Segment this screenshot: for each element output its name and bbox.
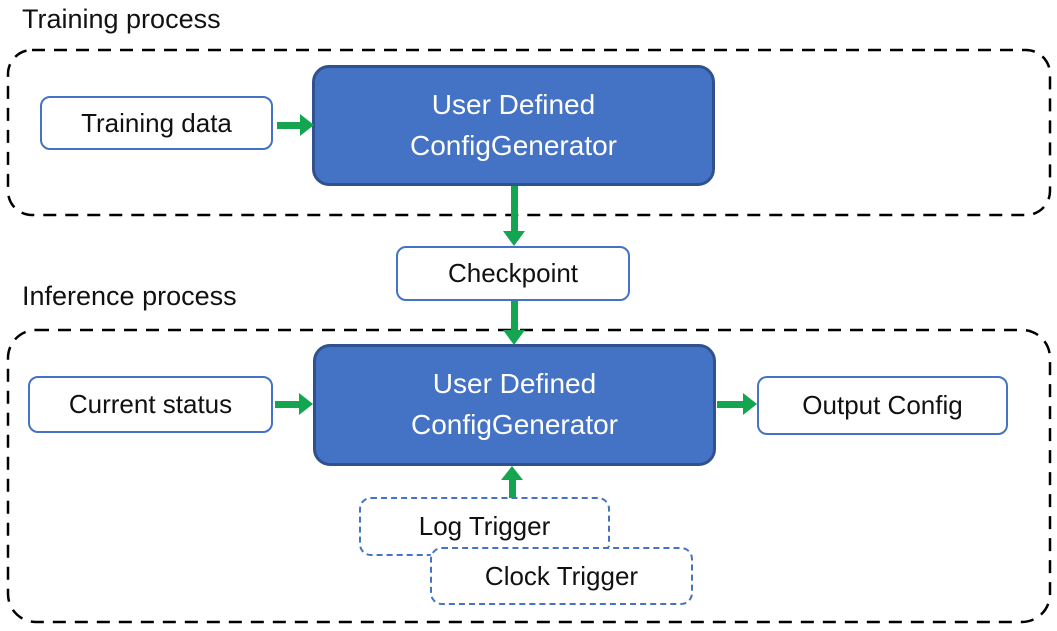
training-config-generator-label: User Defined ConfigGenerator: [409, 88, 617, 161]
arrow-head: [503, 330, 525, 345]
arrow-checkpoint-to-generator: [503, 301, 525, 345]
arrow-head: [743, 393, 757, 415]
arrow-shaft: [275, 400, 300, 408]
arrow-generator-to-output-config: [717, 393, 757, 415]
training-data-node: Training data: [40, 96, 273, 150]
training-data-label: Training data: [81, 107, 232, 138]
inference-process-container-border: [6, 328, 1052, 624]
inference-process-title: Inference process: [22, 281, 237, 311]
inference-config-generator-label: User Defined ConfigGenerator: [410, 368, 618, 440]
output-config-label: Output Config: [802, 390, 963, 420]
clock-trigger-node: Clock Trigger: [430, 547, 693, 605]
checkpoint-node: Checkpoint: [396, 246, 630, 301]
inference-config-generator-node: User Defined ConfigGenerator: [313, 344, 716, 466]
arrow-shaft: [508, 479, 516, 498]
arrow-head: [299, 393, 313, 415]
arrow-shaft: [510, 301, 518, 331]
arrow-current-status-to-generator: [275, 393, 313, 415]
log-trigger-node: Log Trigger: [359, 497, 610, 556]
arrow-trigger-to-generator: [501, 466, 523, 498]
current-status-node: Current status: [28, 376, 273, 433]
inference-process-container: [6, 328, 1052, 624]
training-config-generator-node: User Defined ConfigGenerator: [312, 65, 715, 186]
training-process-title: Training process: [22, 4, 221, 34]
arrow-shaft: [717, 400, 744, 408]
arrow-shaft: [277, 121, 301, 129]
training-process-container-border: [6, 48, 1052, 217]
output-config-node: Output Config: [757, 376, 1008, 435]
arrow-head: [501, 466, 523, 480]
arrow-head: [300, 114, 314, 136]
training-process-container: [6, 48, 1052, 217]
log-trigger-label: Log Trigger: [418, 511, 551, 541]
arrow-head: [503, 231, 525, 246]
arrow-shaft: [510, 186, 518, 232]
arrow-generator-to-checkpoint: [503, 186, 525, 246]
arrow-training-data-to-generator: [277, 114, 314, 136]
checkpoint-label: Checkpoint: [447, 258, 579, 288]
current-status-label: Current status: [68, 389, 233, 419]
clock-trigger-label: Clock Trigger: [484, 560, 639, 591]
